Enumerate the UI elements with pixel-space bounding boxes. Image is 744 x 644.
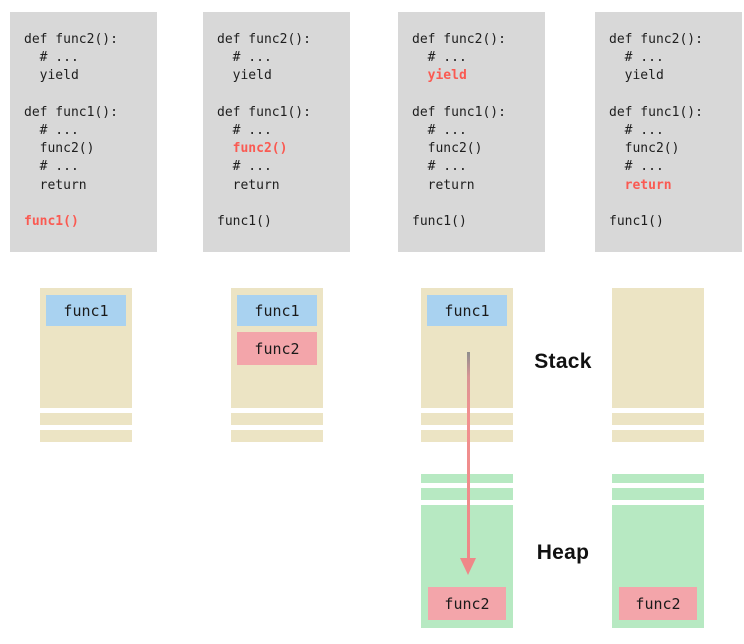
- code-line: func1(): [609, 213, 664, 229]
- code-line-highlighted: yield: [412, 68, 467, 84]
- down-arrow-head-icon: [460, 558, 476, 575]
- heap-strip: [612, 488, 704, 500]
- stack-frame-func2: func2: [237, 332, 317, 365]
- code-line: def func2():: [24, 32, 118, 47]
- stack-block-2: func1 func2: [231, 288, 323, 408]
- code-line: [609, 86, 742, 104]
- heap-label: Heap: [536, 541, 590, 564]
- code-line: return: [412, 177, 475, 193]
- code-line: func1(): [217, 213, 272, 229]
- code-panel-1: def func2(): # ... yield def func1(): # …: [10, 12, 157, 252]
- code-line: def func1():: [609, 104, 703, 120]
- code-line: # ...: [412, 159, 467, 175]
- code-line: # ...: [412, 122, 467, 138]
- code-line: def func2():: [609, 32, 703, 47]
- code-line: yield: [24, 68, 79, 84]
- stack-frame-label: func1: [444, 301, 490, 320]
- code-line: def func1():: [412, 104, 506, 120]
- stack-strip: [612, 413, 704, 425]
- code-line: return: [217, 177, 280, 193]
- stack-label: Stack: [534, 350, 592, 373]
- code-line: [412, 195, 545, 213]
- heap-object-func2: func2: [428, 587, 506, 620]
- code-line: def func2():: [217, 32, 311, 47]
- stack-strip: [231, 413, 323, 425]
- code-line: [217, 86, 350, 104]
- heap-object-func2: func2: [619, 587, 697, 620]
- stack-frame-label: func1: [63, 301, 109, 320]
- code-line: [609, 195, 742, 213]
- code-line: func2(): [412, 141, 483, 157]
- code-panel-2: def func2(): # ... yield def func1(): # …: [203, 12, 350, 252]
- code-line: def func1():: [24, 104, 118, 120]
- code-line: [24, 195, 157, 213]
- code-line: return: [24, 177, 87, 193]
- stack-to-heap-arrow-line: [467, 352, 470, 558]
- code-line: func2(): [609, 141, 680, 157]
- stack-strip: [40, 430, 132, 442]
- code-line: # ...: [412, 50, 467, 66]
- code-line-highlighted: func2(): [217, 141, 288, 157]
- code-line: def func2():: [412, 32, 506, 47]
- code-line: def func1():: [217, 104, 311, 120]
- code-line: # ...: [217, 159, 272, 175]
- code-line: # ...: [217, 122, 272, 138]
- code-line: yield: [609, 68, 664, 84]
- code-line: yield: [217, 68, 272, 84]
- code-line: # ...: [609, 122, 664, 138]
- code-line: # ...: [609, 159, 664, 175]
- heap-object-label: func2: [444, 594, 490, 613]
- heap-strip: [612, 474, 704, 483]
- code-line: func1(): [412, 213, 467, 229]
- code-line: [412, 86, 545, 104]
- heap-block-4: func2: [612, 505, 704, 628]
- stack-frame-func1: func1: [237, 295, 317, 326]
- code-line: # ...: [24, 122, 79, 138]
- code-panel-3: def func2(): # ... yield def func1(): # …: [398, 12, 545, 252]
- code-line: # ...: [24, 50, 79, 66]
- code-line: # ...: [24, 159, 79, 175]
- stack-frame-func1: func1: [46, 295, 126, 326]
- heap-object-label: func2: [635, 594, 681, 613]
- stack-block-1: func1: [40, 288, 132, 408]
- code-panel-4: def func2(): # ... yield def func1(): # …: [595, 12, 742, 252]
- stack-block-4: [612, 288, 704, 408]
- stack-frame-label: func2: [254, 339, 300, 358]
- stack-frame-label: func1: [254, 301, 300, 320]
- stack-strip: [231, 430, 323, 442]
- code-line: [217, 195, 350, 213]
- code-line: # ...: [609, 50, 664, 66]
- code-line: [24, 86, 157, 104]
- code-line: func2(): [24, 141, 95, 157]
- code-line-highlighted: func1(): [24, 213, 79, 229]
- stack-strip: [612, 430, 704, 442]
- stack-strip: [40, 413, 132, 425]
- stack-frame-func1: func1: [427, 295, 507, 326]
- code-line: # ...: [217, 50, 272, 66]
- code-line-highlighted: return: [609, 177, 672, 193]
